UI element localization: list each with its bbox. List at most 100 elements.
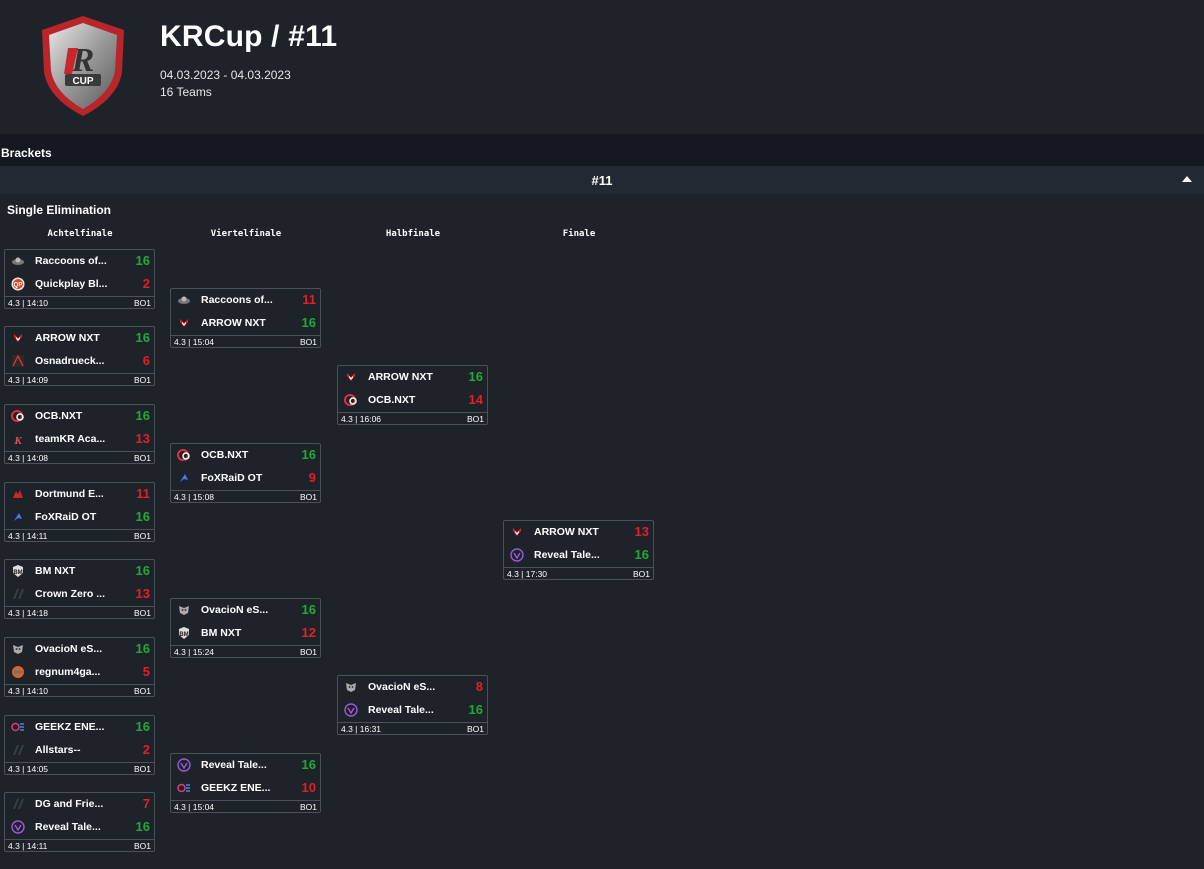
team-name[interactable]: Reveal Tale...	[534, 549, 600, 561]
placeholder-icon	[11, 797, 25, 811]
team-row[interactable]: OvacioN eS... 16	[171, 599, 320, 622]
team-name[interactable]: ARROW NXT	[368, 371, 433, 383]
match-time: 4.3 | 14:10	[8, 686, 49, 696]
team-name[interactable]: GEEKZ ENE...	[201, 782, 271, 794]
brackets-tab[interactable]: Brackets	[0, 134, 1204, 166]
team-name[interactable]: OvacioN eS...	[201, 604, 269, 616]
team-name[interactable]: BM NXT	[201, 627, 242, 639]
team-name[interactable]: ARROW NXT	[534, 526, 599, 538]
team-row[interactable]: Raccoons of...16	[5, 250, 154, 273]
match-format: BO1	[632, 569, 650, 579]
team-score: 16	[301, 447, 316, 462]
match-time: 4.3 | 14:08	[8, 453, 49, 463]
team-name[interactable]: Allstars--	[35, 744, 81, 756]
arrow-icon	[344, 370, 358, 384]
team-score: 16	[135, 563, 150, 578]
bracket-section-title: #11	[591, 173, 613, 188]
team-name[interactable]: ARROW NXT	[201, 317, 266, 329]
bracket-section-header[interactable]	[0, 166, 1204, 194]
team-row[interactable]: Reveal Tale...16	[338, 699, 487, 722]
team-name[interactable]: regnum4ga...	[35, 666, 101, 678]
team-name[interactable]: BM NXT	[35, 565, 76, 577]
team-row[interactable]: OvacioN eS...8	[338, 676, 487, 699]
team-score: 16	[634, 547, 649, 562]
team-name[interactable]: Raccoons of...	[35, 255, 107, 267]
team-row[interactable]: OCB.NXT 16	[171, 444, 320, 467]
team-score: 16	[135, 408, 150, 423]
team-name[interactable]: GEEKZ ENE...	[35, 721, 105, 733]
chevron-up-icon[interactable]	[1182, 176, 1192, 182]
raccoon-icon	[177, 293, 191, 307]
osna-icon	[11, 354, 25, 368]
team-score: 12	[301, 625, 316, 640]
team-row[interactable]: DG and Frie...7	[5, 793, 154, 816]
team-row[interactable]: Reveal Tale... 16	[504, 544, 653, 567]
team-name[interactable]: Reveal Tale...	[368, 704, 434, 716]
raccoon-icon	[11, 254, 25, 268]
team-name[interactable]: DG and Frie...	[35, 798, 104, 810]
team-row[interactable]: OCB.NXT 14	[338, 389, 487, 412]
team-name[interactable]: OCB.NXT	[201, 449, 249, 461]
team-score: 16	[301, 602, 316, 617]
ocb-icon	[177, 448, 191, 462]
team-score: 14	[468, 392, 483, 407]
team-row[interactable]: GEEKZ ENE...10	[171, 777, 320, 800]
team-row[interactable]: OCB.NXT 16	[5, 405, 154, 428]
team-name[interactable]: OCB.NXT	[35, 410, 83, 422]
team-name[interactable]: ARROW NXT	[35, 332, 100, 344]
team-row[interactable]: regnum4ga...5	[5, 661, 154, 684]
team-name[interactable]: Reveal Tale...	[201, 759, 267, 771]
match-time: 4.3 | 14:05	[8, 764, 49, 774]
team-name[interactable]: Quickplay Bl...	[35, 278, 108, 290]
team-row[interactable]: Crown Zero ...13	[5, 583, 154, 606]
team-name[interactable]: Osnadrueck...	[35, 355, 105, 367]
team-name[interactable]: OvacioN eS...	[368, 681, 436, 693]
ovacion-icon	[177, 603, 191, 617]
team-name[interactable]: teamKR Aca...	[35, 433, 106, 445]
team-row[interactable]: OvacioN eS...16	[5, 638, 154, 661]
team-row[interactable]: Reveal Tale...16	[5, 816, 154, 839]
team-name[interactable]: Dortmund E...	[35, 488, 104, 500]
team-count: 16 Teams	[160, 85, 212, 99]
team-row[interactable]: Reveal Tale...16	[171, 754, 320, 777]
team-name[interactable]: Crown Zero ...	[35, 588, 106, 600]
team-name[interactable]: OvacioN eS...	[35, 643, 103, 655]
team-row[interactable]: Raccoons of...11	[171, 289, 320, 312]
team-name[interactable]: Reveal Tale...	[35, 821, 101, 833]
team-row[interactable]: Allstars--2	[5, 739, 154, 762]
team-row[interactable]: Osnadrueck...6	[5, 350, 154, 373]
team-name[interactable]: Raccoons of...	[201, 294, 273, 306]
team-name[interactable]: FoXRaiD OT	[35, 511, 97, 523]
team-name[interactable]: OCB.NXT	[368, 394, 416, 406]
team-row[interactable]: GEEKZ ENE...16	[5, 716, 154, 739]
team-name[interactable]: FoXRaiD OT	[201, 472, 263, 484]
team-row[interactable]: Dortmund E...11	[5, 483, 154, 506]
